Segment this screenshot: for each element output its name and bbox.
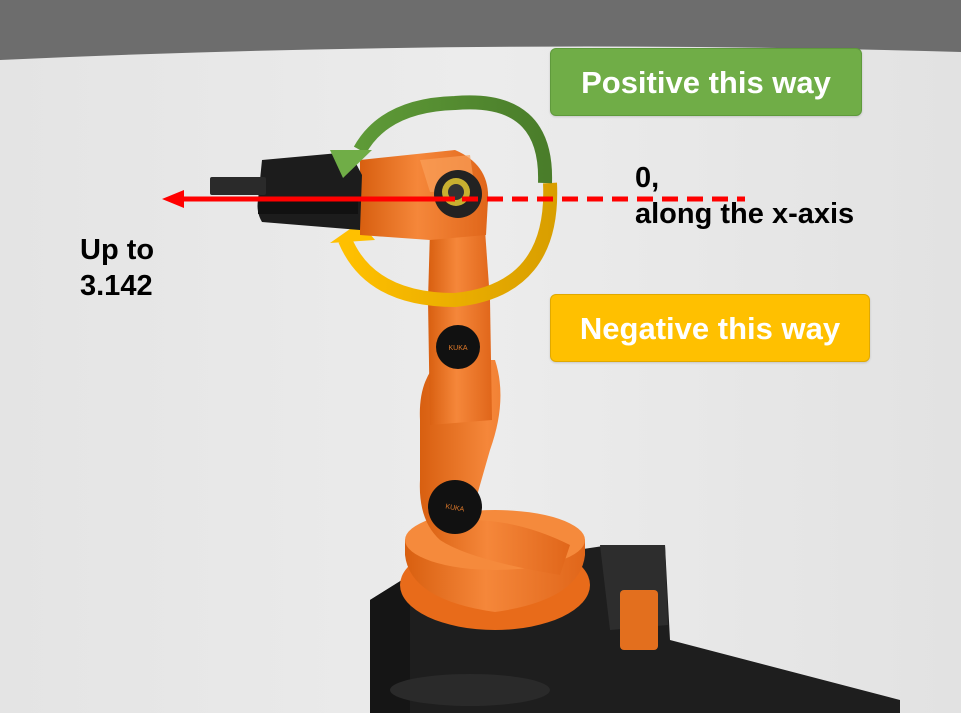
robot-head	[360, 150, 489, 240]
negative-direction-callout: Negative this way	[550, 294, 870, 362]
positive-direction-callout: Positive this way	[550, 48, 862, 116]
max-angle-value: 3.142	[80, 270, 153, 302]
robot-upper-arm: KUKA	[428, 230, 492, 425]
zero-angle-annotation: 0, along the x-axis	[635, 160, 854, 232]
zero-angle-value: 0,	[635, 162, 660, 194]
negative-direction-label: Negative this way	[579, 310, 841, 346]
max-angle-prefix: Up to	[80, 234, 155, 266]
positive-direction-label: Positive this way	[581, 64, 831, 100]
max-angle-annotation: Up to 3.142	[80, 232, 154, 304]
brand-mark-lower: KUKA	[445, 503, 465, 513]
max-angle-arrowhead	[162, 190, 184, 208]
positive-arrowhead	[330, 150, 372, 178]
zero-angle-description: along the x-axis	[635, 198, 855, 230]
positive-rotation-arc	[353, 95, 553, 184]
brand-mark-upper: KUKA	[448, 345, 467, 352]
ceiling-shadow	[0, 0, 961, 60]
negative-rotation-arc	[338, 182, 558, 308]
robot-gripper	[210, 152, 362, 230]
